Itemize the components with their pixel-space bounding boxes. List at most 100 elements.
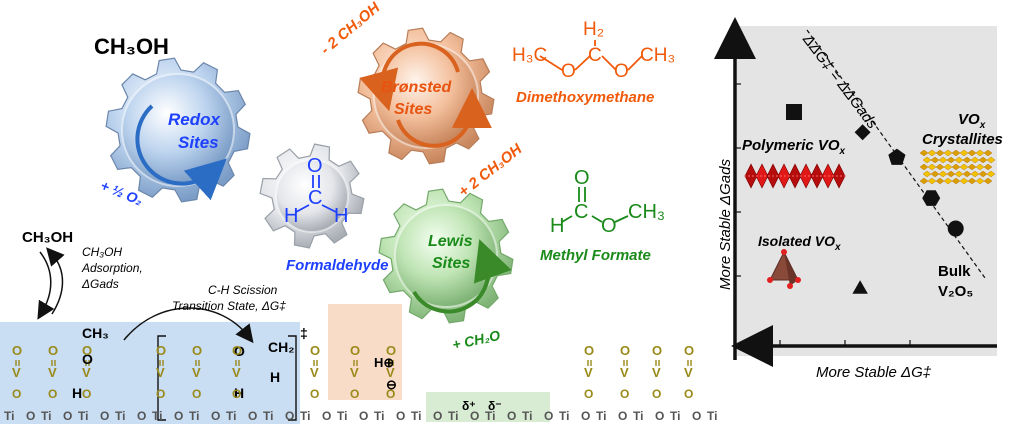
- chart-structure-images: [744, 149, 996, 289]
- vanadyl-oxygen: O: [310, 343, 321, 358]
- vanadyl-oxygen: O: [192, 343, 203, 358]
- vanadium-atom: V: [652, 365, 661, 380]
- mf-ch3: CH₃: [628, 201, 666, 223]
- vanadium-atom: V: [584, 365, 593, 380]
- scission-arrow: [123, 307, 254, 344]
- titanium-atom: Ti: [78, 409, 89, 423]
- backbone-oxygen: O: [655, 409, 665, 423]
- gear-group: [15, 27, 692, 421]
- bridging-oxygen: O: [310, 387, 320, 401]
- dmm-o-right: O: [614, 61, 629, 82]
- ts-bracket-right: [288, 335, 297, 421]
- backbone-oxygen: O: [581, 409, 591, 423]
- vanadyl-oxygen: O: [350, 343, 361, 358]
- mf-c: C: [574, 201, 589, 223]
- chart-point-triangle: [852, 280, 868, 294]
- chart-point-diamond: [854, 124, 871, 141]
- bond-line: [601, 55, 617, 71]
- chart-point-pentagon: [888, 148, 906, 165]
- backbone-oxygen: O: [248, 409, 258, 423]
- backbone-oxygen: O: [100, 409, 110, 423]
- annotation-isolated: Isolated VOx: [758, 234, 841, 253]
- chart-y-ticks: [735, 83, 741, 277]
- vanadium-atom: V: [386, 365, 395, 380]
- bond-line: [321, 204, 337, 213]
- bond-line: [539, 55, 563, 71]
- titanium-atom: Ti: [337, 409, 348, 423]
- lewis-delta-minus: δ⁻: [488, 399, 502, 413]
- bridging-oxygen: O: [584, 387, 594, 401]
- fa-h-right: H: [334, 205, 349, 227]
- backbone-oxygen: O: [137, 409, 147, 423]
- redox-label-line1: Redox: [168, 110, 220, 129]
- vanadium-atom: V: [310, 365, 319, 380]
- bronsted-arrow-top: [359, 41, 460, 112]
- titanium-atom: Ti: [707, 409, 718, 423]
- adsorbed-ch3: CH₃: [82, 325, 109, 341]
- bridging-oxygen: O: [156, 387, 166, 401]
- ts-h-lower: H: [234, 385, 245, 401]
- chart-trendline: [806, 29, 986, 279]
- dmm-c: C: [588, 45, 602, 66]
- ts-bracket-left: [157, 335, 166, 421]
- bridging-oxygen: O: [82, 387, 92, 401]
- double-dagger: ‡: [300, 325, 308, 341]
- vanadyl-oxygen: O: [584, 343, 595, 358]
- titanium-atom: Ti: [670, 409, 681, 423]
- bridging-oxygen: O: [350, 387, 360, 401]
- vanadyl-oxygen: O: [386, 343, 397, 358]
- chart-point-circle: [947, 220, 964, 237]
- ts-o: O: [234, 343, 245, 359]
- adsorbed-o: O: [82, 351, 93, 367]
- titanium-atom: Ti: [411, 409, 422, 423]
- chart-ylabel: More Stable ΔGads: [717, 159, 734, 290]
- bond-line: [561, 215, 573, 223]
- bridging-oxygen: O: [192, 387, 202, 401]
- titanium-atom: Ti: [4, 409, 15, 423]
- lewis-arrow: [412, 239, 512, 314]
- transition-line2: Transition State, ΔG‡: [172, 299, 286, 313]
- vanadyl-oxygen: O: [48, 343, 59, 358]
- vanadyl-oxygen: O: [684, 343, 695, 358]
- chart-plot-area: [737, 26, 997, 356]
- bridging-oxygen: O: [652, 387, 662, 401]
- titanium-atom: Ti: [633, 409, 644, 423]
- titanium-atom: Ti: [152, 409, 163, 423]
- lewis-region: [426, 392, 550, 422]
- surface-methanol-label: CH₃OH: [22, 229, 74, 246]
- titanium-atom: Ti: [559, 409, 570, 423]
- vox-crystallites-image: [919, 149, 996, 185]
- titanium-atom: Ti: [263, 409, 274, 423]
- chart-x-ticks: [779, 340, 911, 346]
- methanol-top-label: CH₃OH: [94, 34, 169, 59]
- redox-label-line2: Sites: [178, 133, 219, 152]
- mf-o-top: O: [574, 167, 590, 189]
- adsorption-arrow-down: [37, 251, 55, 320]
- mf-o: O: [601, 215, 617, 237]
- adsorption-line3: ΔGads: [82, 277, 119, 291]
- chart-point-square: [786, 104, 802, 120]
- titanium-atom: Ti: [226, 409, 237, 423]
- adsorption-arrow-up: [46, 247, 65, 315]
- ts-ch2: CH₂: [268, 339, 295, 355]
- lewis-gear: [378, 188, 514, 324]
- bond-line: [591, 215, 603, 223]
- annotation-crystallites-2: Crystallites: [922, 131, 1003, 148]
- bond-line: [627, 55, 643, 71]
- formaldehyde-label: Formaldehyde: [286, 257, 389, 274]
- backbone-oxygen: O: [544, 409, 554, 423]
- adsorbed-h: H: [72, 385, 83, 401]
- annotation-crystallites-1: VOx: [958, 112, 985, 131]
- backbone-oxygen: O: [285, 409, 295, 423]
- isolated-vox-image: [767, 249, 801, 289]
- annotation-crystallites-sub: x: [979, 120, 986, 131]
- annotation-polymeric-sub: x: [839, 146, 846, 157]
- bond-line: [614, 215, 629, 223]
- chart-point-hexagon: [922, 190, 941, 206]
- redox-arrow: [135, 104, 227, 201]
- chart-marks: [786, 104, 964, 294]
- vanadyl-oxygen: O: [12, 343, 23, 358]
- formaldehyde-gear: [259, 143, 365, 249]
